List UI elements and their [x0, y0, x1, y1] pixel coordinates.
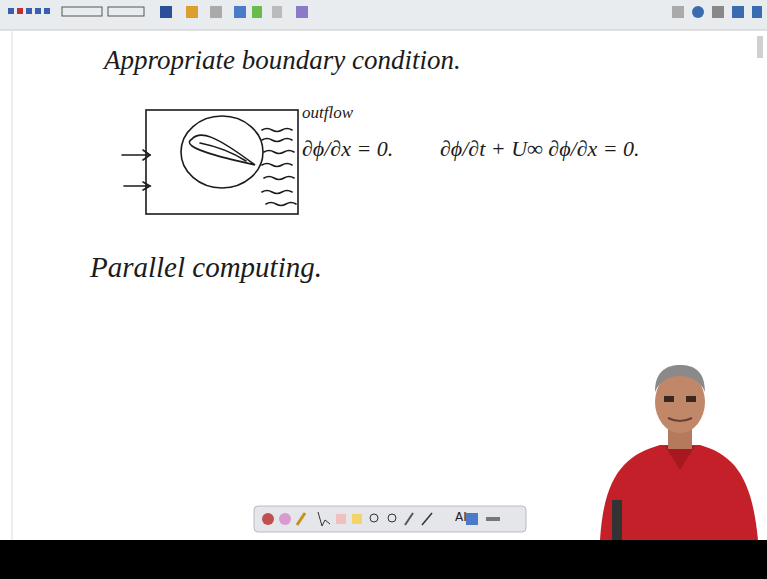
- flow-sketch: [122, 110, 298, 214]
- video-bar: [0, 540, 767, 579]
- pen-icons: [262, 512, 500, 526]
- toolbar-icons: [8, 6, 762, 18]
- app-toolbar: [0, 0, 767, 30]
- annotation-text: outflow: [302, 104, 353, 123]
- pen-toolbar: [254, 506, 526, 532]
- equation-text: ∂ϕ/∂t + U∞ ∂ϕ/∂x = 0.: [440, 137, 640, 161]
- heading-text: Parallel computing.: [90, 252, 322, 284]
- page-margin: [12, 30, 13, 540]
- scrollbar: [757, 36, 763, 58]
- toolbar-label: AI: [455, 511, 467, 524]
- heading-text: Appropriate boundary condition.: [104, 46, 461, 76]
- presenter-figure: [600, 365, 758, 540]
- equation-text: ∂ϕ/∂x = 0.: [302, 137, 393, 161]
